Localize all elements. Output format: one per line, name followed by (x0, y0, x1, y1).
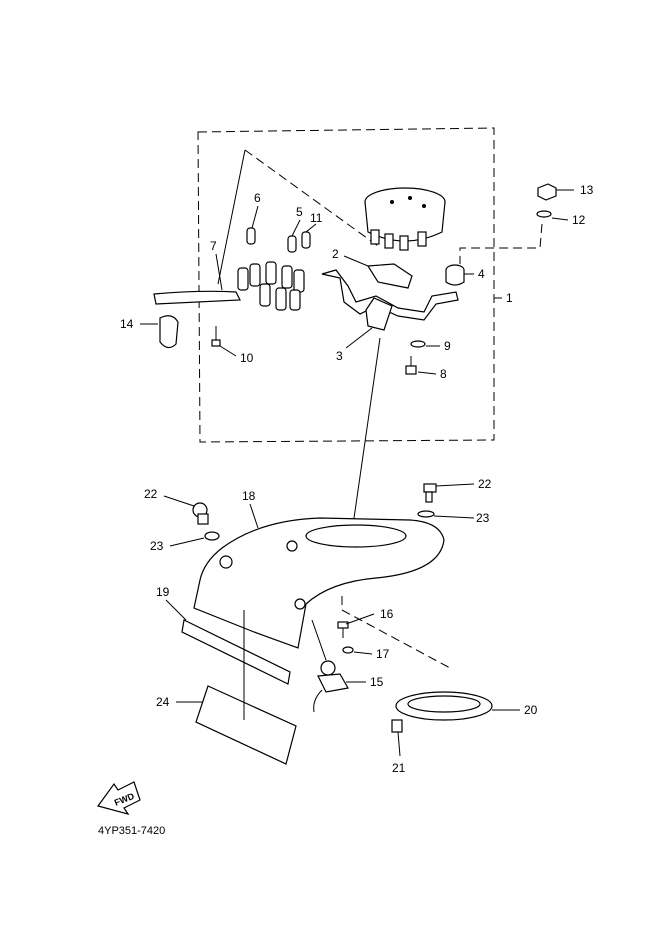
callout-18: 18 (242, 489, 256, 503)
leader-12 (551, 217, 569, 221)
leader-7 (215, 253, 223, 291)
bulb-6 (246, 227, 256, 245)
bracket-arm (365, 297, 393, 331)
washer-23-left (204, 531, 220, 541)
washer-17 (342, 646, 354, 654)
cover-hole-low (294, 598, 306, 610)
leader-10 (219, 345, 237, 357)
fwd-arrow-icon (97, 781, 141, 815)
callout-8: 8 (440, 367, 447, 381)
callout-14: 14 (120, 317, 134, 331)
leader-5 (291, 219, 301, 237)
guide-wire-12 (459, 223, 543, 264)
callout-2: 2 (332, 247, 339, 261)
washer-12 (536, 210, 552, 218)
screw-16 (337, 621, 349, 638)
leader-22-right (435, 483, 475, 487)
screw-10 (211, 326, 221, 347)
callout-12: 12 (572, 213, 586, 227)
cover-18 (193, 517, 445, 649)
callout-13: 13 (580, 183, 594, 197)
washer-9 (410, 340, 426, 348)
bolt-8 (405, 356, 417, 375)
callout-7: 7 (210, 239, 217, 253)
callout-19: 19 (156, 585, 170, 599)
bulb-5 (287, 235, 297, 253)
meter-housing (364, 187, 446, 251)
bulb-socket-cluster (237, 261, 305, 311)
leader-21 (397, 731, 401, 757)
callout-4: 4 (478, 267, 485, 281)
grommet-4 (445, 264, 465, 286)
leader-3 (345, 327, 373, 349)
guide-wire-top (244, 149, 379, 247)
leader-16 (345, 613, 375, 625)
callout-24: 24 (156, 695, 170, 709)
leader-19 (165, 599, 187, 621)
cover-hole-left (219, 555, 233, 569)
callout-15: 15 (370, 675, 384, 689)
leader-2 (343, 255, 369, 267)
harness-7 (153, 290, 241, 305)
callout-20: 20 (524, 703, 538, 717)
damper-2 (366, 263, 413, 289)
callout-5: 5 (296, 205, 303, 219)
bracket-3 (321, 269, 459, 321)
leader-22-left (163, 495, 195, 507)
cover-opening (305, 524, 407, 548)
guide-wire-left (217, 149, 246, 285)
leader-11 (305, 223, 317, 233)
clamp-14 (159, 315, 179, 349)
callout-1: 1 (506, 291, 513, 305)
panel-24 (195, 685, 297, 765)
lens-19 (181, 619, 291, 685)
leader-17 (353, 651, 373, 655)
catalog-code: 4YP351-7420 (98, 825, 165, 837)
nut-13 (537, 183, 557, 201)
callout-22-right: 22 (478, 477, 492, 491)
callout-23-right: 23 (476, 511, 490, 525)
callout-21: 21 (392, 761, 406, 775)
assembly-boundary (197, 127, 495, 443)
clip-21 (391, 719, 403, 733)
leader-23-left (169, 537, 205, 547)
callout-10: 10 (240, 351, 254, 365)
leader-23-right (433, 515, 475, 519)
bulb-11 (301, 231, 311, 249)
callout-3: 3 (336, 349, 343, 363)
guide-line-center (351, 337, 381, 533)
leader-8 (417, 371, 437, 375)
leader-6 (251, 205, 259, 229)
ring-20 (395, 691, 493, 721)
callout-6: 6 (254, 191, 261, 205)
callout-17: 17 (376, 647, 390, 661)
socket-15 (313, 660, 349, 713)
callout-9: 9 (444, 339, 451, 353)
guide-line-20 (341, 596, 451, 669)
cover-hole-mid (286, 540, 298, 552)
guide-line-15 (311, 619, 327, 661)
callout-11: 11 (310, 211, 323, 225)
washer-23-right (417, 510, 435, 518)
bolt-22-right (423, 483, 437, 503)
callout-22-left: 22 (144, 487, 158, 501)
bolt-22-left (192, 502, 209, 525)
leader-18 (249, 503, 259, 529)
callout-16: 16 (380, 607, 394, 621)
callout-23-left: 23 (150, 539, 164, 553)
